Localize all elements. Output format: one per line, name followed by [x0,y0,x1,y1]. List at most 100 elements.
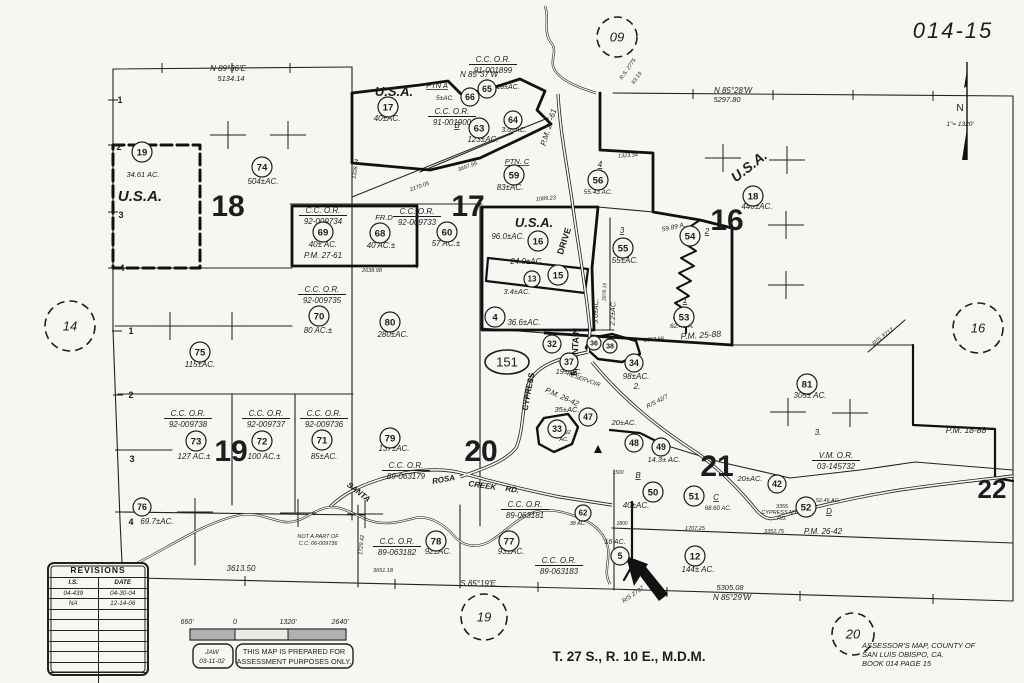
map-label: 38 AC. [570,521,587,527]
map-label: CYPRESS [521,371,537,411]
section-number-19: 19 [214,435,247,468]
map-label: 2 [704,227,710,236]
map-label: 93.19 [631,71,644,86]
parcel-60-number: 60 [442,227,453,238]
map-label: 3352.75 [764,529,785,535]
parcel-68-number: 68 [375,228,386,239]
map-label: 5134.14 [217,74,244,83]
recorder-ref-label: 89-063181 [506,511,544,520]
map-label: P.M. 18-88 [946,425,987,435]
parcel-64-number: 64 [508,115,518,125]
recorder-ref-label: 92-009738 [169,420,208,429]
boundary-heavy-lines [111,77,1015,582]
parcel-71-number: 71 [317,435,328,446]
map-label: 36.6±AC. [507,318,540,327]
recorder-ref-label: C.C. O.R. [508,500,543,509]
recorder-ref-label: 89-063179 [387,472,426,481]
parcel-81-number: 81 [802,379,813,390]
parcel-34-circle [624,353,644,373]
svg-text:2640': 2640' [331,619,350,626]
section-number-16: 16 [710,204,743,237]
parcel-64-circle [503,110,523,130]
map-label: 59.89 A. [661,222,686,234]
parcel-pointer-arrow [626,556,668,601]
map-label: 5±AC. [436,95,454,102]
parcel-80-circle [379,311,401,333]
parcel-38-circle [602,338,618,354]
map-credit: ASSESSOR'S MAP, COUNTY OF SAN LUIS OBISP… [861,641,976,668]
map-label: U.S.A. [728,147,770,185]
parcel-33-circle [547,419,567,439]
map-label: 68.60 AC. [705,506,731,512]
parcel-63-number: 63 [474,123,485,134]
map-label: CYPRESS MTN. [761,510,802,516]
map-label: 100 AC.± [248,452,282,461]
revisions-cell [49,620,99,630]
parcel-19-number: 19 [137,147,148,158]
map-label: 3 [129,454,134,464]
revisions-cell [49,609,99,620]
revisions-cell: 12-14-06 [110,600,136,608]
revisions-row [49,652,147,663]
parcel-74-circle [251,156,273,178]
map-label: B [454,121,460,130]
revisions-cell [49,630,99,641]
map-label: 35±AC. [555,405,580,414]
parcel-49-number: 49 [656,442,666,452]
map-label: 20±AC. [737,474,763,483]
parcel-48-number: 48 [629,438,639,448]
adjacent-page-19-label: 19 [477,610,491,625]
revisions-row [49,609,148,621]
parcel-72-circle [251,430,273,452]
map-label: 1800 [616,521,627,527]
svg-text:0: 0 [233,619,237,626]
adjacent-page-09-label: 09 [610,30,624,45]
map-label: 5297.80 [713,95,741,104]
map-label: 4 [598,160,603,169]
parcel-50-number: 50 [648,487,659,498]
map-label: 3.0±AC. [501,127,526,134]
recorder-ref-label: C.C. O.R. [380,537,415,546]
map-label: 1707.25 [685,526,706,532]
map-label: 1729.42 [358,535,366,555]
map-label: 3 [118,210,123,220]
map-label: 24.0±AC. [509,257,543,266]
recorder-ref-label: C.C. O.R. [171,409,206,418]
map-label: 40±AC. [623,501,650,510]
map-label: 93±AC. [498,547,525,556]
recorder-ref-label: C.C. O.R. [542,556,577,565]
recorder-ref-label: 03-145732 [817,462,856,471]
parcel-12-circle [684,545,706,567]
adjacent-page-19-circle [460,593,508,641]
map-label: 2878.16 [602,283,609,302]
parcel-4-number: 4 [492,312,498,323]
revisions-row [49,673,147,683]
parcel-73-number: 73 [191,436,202,447]
recorder-ref-label: C.C. O.R. [305,285,340,294]
revisions-header-row: I.S. DATE [49,578,147,589]
parcel-80-number: 80 [385,317,396,328]
map-label: 3613.50 [227,564,256,573]
map-label: R/S 2797 [621,585,645,605]
revisions-cell [99,673,148,683]
parcel-51-number: 51 [689,491,700,502]
map-label: 98±AC. [623,372,650,381]
svg-text:03-11-02: 03-11-02 [199,658,225,665]
parcel-66-number: 66 [465,92,475,102]
map-label: 92±AC. [425,547,452,556]
parcel-71-circle [311,429,333,451]
map-label: 440±AC. [741,202,772,211]
parcel-37-number: 37 [564,357,574,367]
revisions-cell [99,610,148,620]
parcel-52-number: 52 [801,502,812,513]
map-label: 96.0±AC. [491,232,524,241]
parcel-36-number: 36 [590,340,598,347]
recorder-ref-label: 89-063183 [540,567,579,576]
map-label: 4 [128,517,133,527]
parcel-18-circle [742,185,764,207]
svg-text:SAN LUIS OBISPO, CA.: SAN LUIS OBISPO, CA. [862,650,944,659]
monument-triangle-icon [594,445,602,453]
map-label: 85±AC. [311,452,338,461]
